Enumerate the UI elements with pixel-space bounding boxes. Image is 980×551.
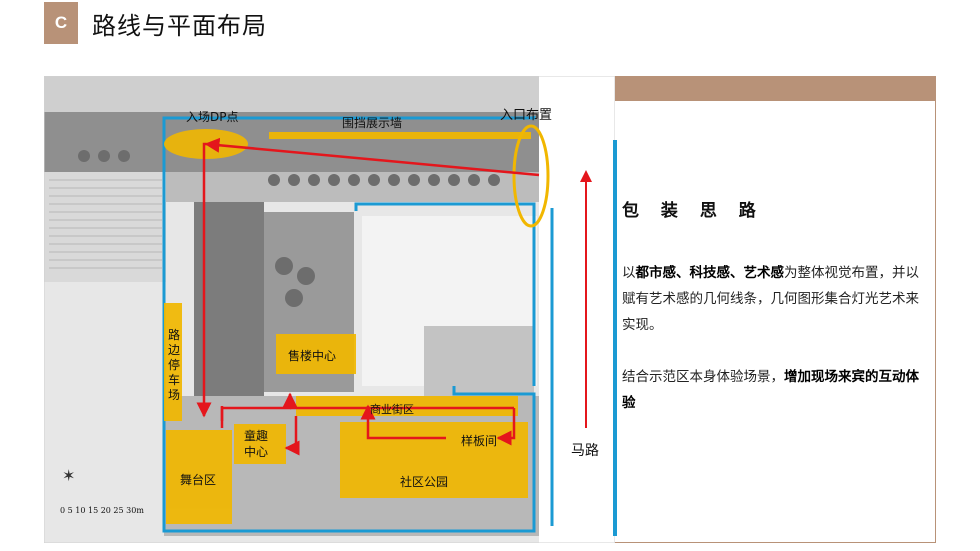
label-entrance-layout: 入口布置 [500, 108, 553, 123]
label-model-room: 样板间 [461, 434, 498, 448]
kids-center-zone [234, 424, 286, 464]
site-plan-drawing [44, 76, 615, 543]
concept-paragraph-2: 结合示范区本身体验场景，增加现场来宾的互动体验 [622, 369, 919, 411]
building-edge [44, 76, 615, 112]
plaza-stripes [44, 172, 166, 282]
entrance-ellipse [512, 124, 550, 228]
label-stage-area: 舞台区 [180, 473, 217, 487]
sales-center-zone [276, 334, 356, 374]
label-road: 马路 [571, 443, 599, 459]
parking-zone [164, 303, 182, 421]
label-roadside-parking: 路边停车场 [168, 328, 181, 402]
scale-bar: 0 5 10 15 20 25 30m [60, 506, 144, 515]
main-road [44, 112, 544, 172]
section-badge: C [44, 2, 78, 44]
label-community-park: 社区公园 [400, 475, 449, 489]
site-boundary [162, 116, 536, 533]
commercial-street-zone [296, 396, 518, 416]
concept-paragraph-1: 以都市感、科技感、艺术感为整体视觉布置，并以赋有艺术感的几何线条，几何图形集合灯… [622, 265, 919, 333]
label-kids-center: 童趣中心 [244, 429, 269, 459]
concept-heading: 包 装 思 路 [622, 201, 764, 221]
building-dark [424, 326, 534, 396]
label-sales-center: 售楼中心 [288, 349, 337, 363]
label-commercial-street: 商业街区 [370, 403, 414, 416]
concept-card [615, 101, 935, 542]
label-entry-dp: 入场DP点 [186, 110, 239, 124]
plan-margin [539, 76, 615, 543]
hoarding-wall-bar [269, 132, 531, 139]
page-title: 路线与平面布局 [92, 12, 267, 40]
north-arrow-icon: ✶ [62, 466, 76, 485]
card-accent-bar [613, 140, 617, 536]
label-hoarding-wall: 围挡展示墙 [342, 116, 403, 130]
access-road [194, 202, 264, 432]
road-direction-arrow-icon [580, 170, 592, 428]
site-plan: 入场DP点 围挡展示墙 入口布置 路边停车场 售楼中心 商业街区 童趣中心 样板… [44, 76, 615, 543]
stage-zone [166, 430, 232, 524]
visitor-route [196, 137, 540, 456]
